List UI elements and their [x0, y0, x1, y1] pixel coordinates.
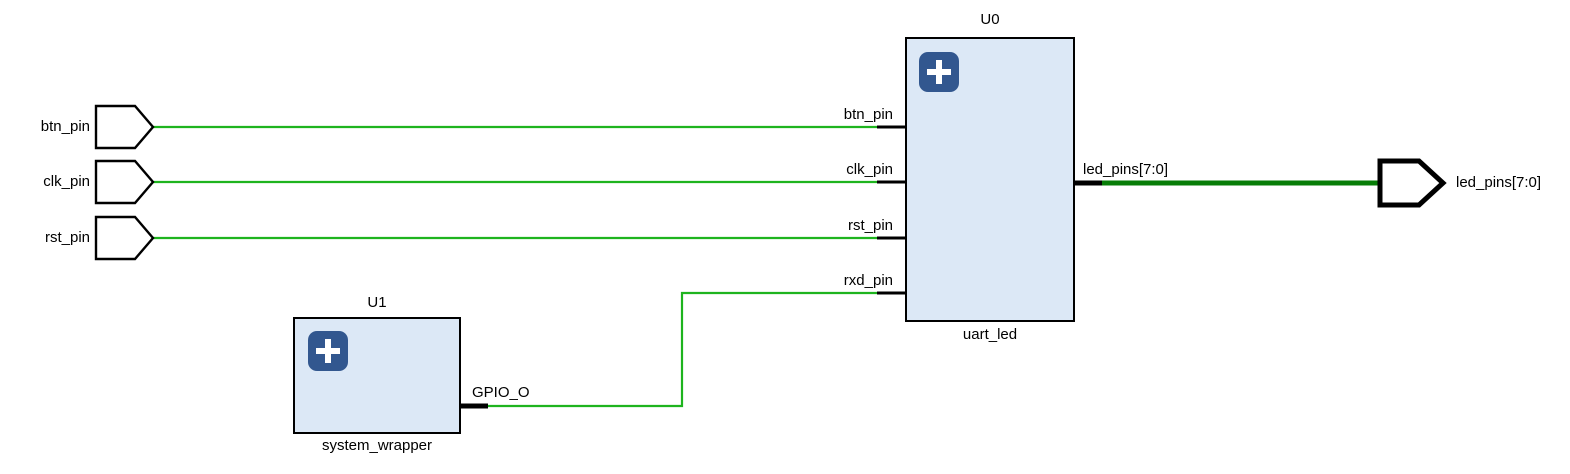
block-instance-label: U0 — [980, 11, 1000, 28]
pin-label-u0-led-pins: led_pins[7:0] — [1083, 161, 1169, 178]
input-port-label-clk-pin: clk_pin — [43, 173, 90, 190]
pin-label-u0-rxd-pin: rxd_pin — [843, 272, 893, 289]
input-port-symbol-rst-pin[interactable] — [94, 215, 155, 261]
block-instance-label: U1 — [367, 294, 387, 311]
output-port-symbol-led-pins[interactable] — [1377, 158, 1447, 208]
input-port-symbol-clk-pin[interactable] — [94, 159, 155, 205]
pin-label-u1-gpio-o: GPIO_O — [472, 384, 530, 401]
input-port-symbol-btn-pin[interactable] — [94, 104, 155, 150]
input-port-label-rst-pin: rst_pin — [44, 229, 90, 246]
net-wire-gpio-to-rxd[interactable] — [488, 291, 877, 408]
pin-label-u0-rst-pin: rst_pin — [847, 217, 893, 234]
output-port-label-led-pins: led_pins[7:0] — [1456, 174, 1542, 191]
block-u1-system-wrapper[interactable] — [293, 317, 461, 434]
block-name-label: system_wrapper — [321, 437, 433, 454]
pin-label-u0-clk-pin: clk_pin — [846, 161, 893, 178]
block-name-label: uart_led — [962, 326, 1018, 343]
pin-label-u0-btn-pin: btn_pin — [843, 106, 893, 123]
input-port-label-btn-pin: btn_pin — [40, 118, 90, 135]
block-u0-uart-led[interactable] — [905, 37, 1075, 322]
expand-plus-icon[interactable] — [308, 331, 348, 371]
expand-plus-icon[interactable] — [919, 52, 959, 92]
